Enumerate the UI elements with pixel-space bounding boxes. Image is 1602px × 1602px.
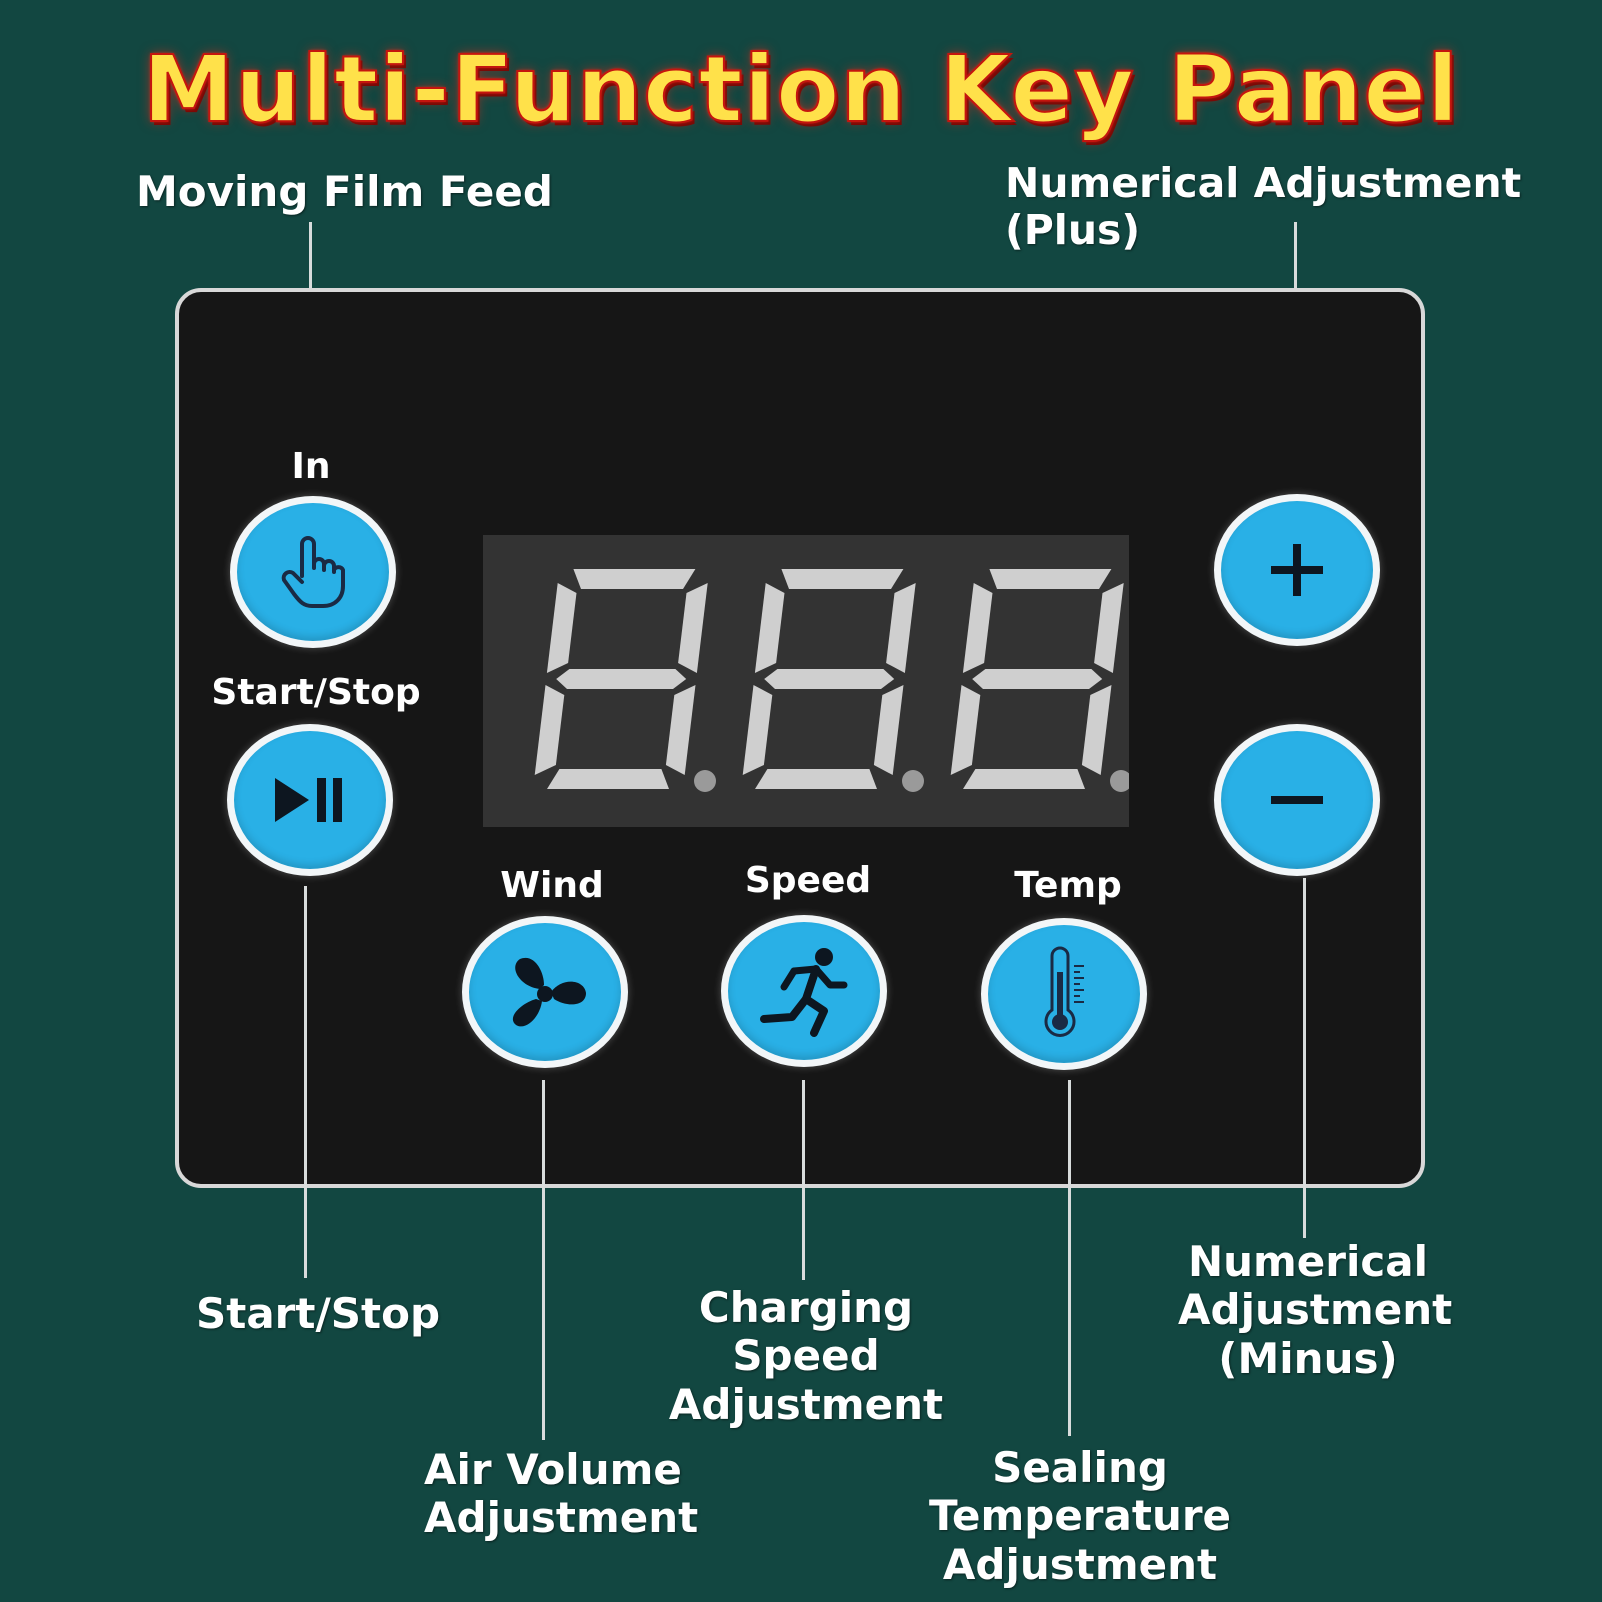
play-pause-icon: [275, 778, 342, 822]
temp-button-label: Temp: [1014, 865, 1122, 906]
start-stop-button[interactable]: [227, 724, 393, 876]
in-button-label: In: [291, 446, 331, 487]
digit-1-segment-e: [534, 685, 565, 775]
digit-2-segment-g: [764, 669, 895, 689]
annotation-sealing-temp: Sealing Temperature Adjustment: [840, 1443, 1320, 1589]
digit-3-segment-g: [972, 669, 1103, 689]
digit-2-segment-f: [754, 583, 785, 673]
digit-3-decimal-point: [1110, 770, 1129, 792]
start-stop-button-label: Start/Stop: [211, 672, 421, 713]
annotation-sealing-temp-line2: Adjustment: [942, 1539, 1218, 1589]
in-button[interactable]: [230, 496, 396, 648]
wind-button-label: Wind: [500, 865, 604, 906]
digit-3-segment-f: [962, 583, 993, 673]
leader-line-temp: [1068, 1080, 1071, 1436]
wind-button[interactable]: [462, 916, 628, 1068]
digit-3-segment-b: [1094, 583, 1124, 673]
digit-2-segment-e: [742, 685, 773, 775]
seven-segment-display: [483, 535, 1129, 827]
annotation-numerical-minus-line2: Adjustment: [1178, 1285, 1453, 1335]
minus-icon: [1271, 796, 1323, 804]
page-title: Multi-Function Key Panel: [142, 35, 1460, 144]
digit-1-segment-a: [573, 569, 696, 589]
running-person-icon: [760, 948, 848, 1037]
temp-button[interactable]: [981, 918, 1147, 1070]
seven-segment-digits: [534, 569, 1129, 792]
minus-button[interactable]: [1214, 724, 1380, 876]
digit-1-segment-f: [546, 583, 577, 673]
annotation-air-volume-line1: Air Volume: [424, 1445, 682, 1494]
digit-2-segment-d: [755, 769, 877, 789]
plus-button[interactable]: [1214, 494, 1380, 646]
leader-line-wind: [542, 1080, 545, 1440]
digit-2-segment-a: [781, 569, 904, 589]
leader-line-minus: [1303, 878, 1306, 1238]
annotation-charging-speed: Charging Speed Adjustment: [626, 1283, 986, 1429]
leader-line-start-stop: [304, 886, 307, 1278]
annotation-numerical-minus-line1: Numerical: [1187, 1237, 1429, 1286]
annotation-sealing-temp-line1: Sealing Temperature: [928, 1443, 1232, 1541]
annotation-charging-speed-line1: Charging Speed: [698, 1283, 914, 1381]
digit-2-segment-c: [873, 685, 904, 775]
annotation-air-volume-line2: Adjustment: [424, 1493, 699, 1543]
annotation-numerical-minus: Numerical Adjustment (Minus): [1178, 1237, 1453, 1383]
digit-1-decimal-point: [694, 770, 716, 792]
digit-2-segment-b: [886, 583, 916, 673]
plus-icon: [1271, 544, 1323, 596]
digit-3-segment-d: [963, 769, 1085, 789]
annotation-moving-film-feed: Moving Film Feed: [136, 167, 553, 216]
annotation-numerical-minus-line3: (Minus): [1218, 1333, 1398, 1383]
digit-1-segment-g: [556, 669, 687, 689]
digit-3-segment-a: [989, 569, 1112, 589]
annotation-air-volume: Air Volume Adjustment: [424, 1445, 699, 1543]
digit-3-segment-e: [950, 685, 981, 775]
annotation-start-stop: Start/Stop: [196, 1289, 441, 1338]
thermometer-icon: [1044, 946, 1084, 1037]
speed-button-label: Speed: [744, 860, 872, 901]
digit-1-segment-d: [547, 769, 669, 789]
leader-line-speed: [802, 1080, 805, 1280]
digit-1-segment-b: [678, 583, 708, 673]
speed-button[interactable]: [721, 915, 887, 1067]
digit-3-segment-c: [1081, 685, 1112, 775]
digit-2-decimal-point: [902, 770, 924, 792]
fan-icon: [512, 957, 586, 1027]
annotation-charging-speed-line2: Adjustment: [668, 1379, 944, 1429]
digit-1-segment-c: [665, 685, 696, 775]
annotation-numerical-plus: Numerical Adjustment (Plus): [1005, 159, 1522, 255]
hand-pointer-icon: [281, 536, 345, 608]
